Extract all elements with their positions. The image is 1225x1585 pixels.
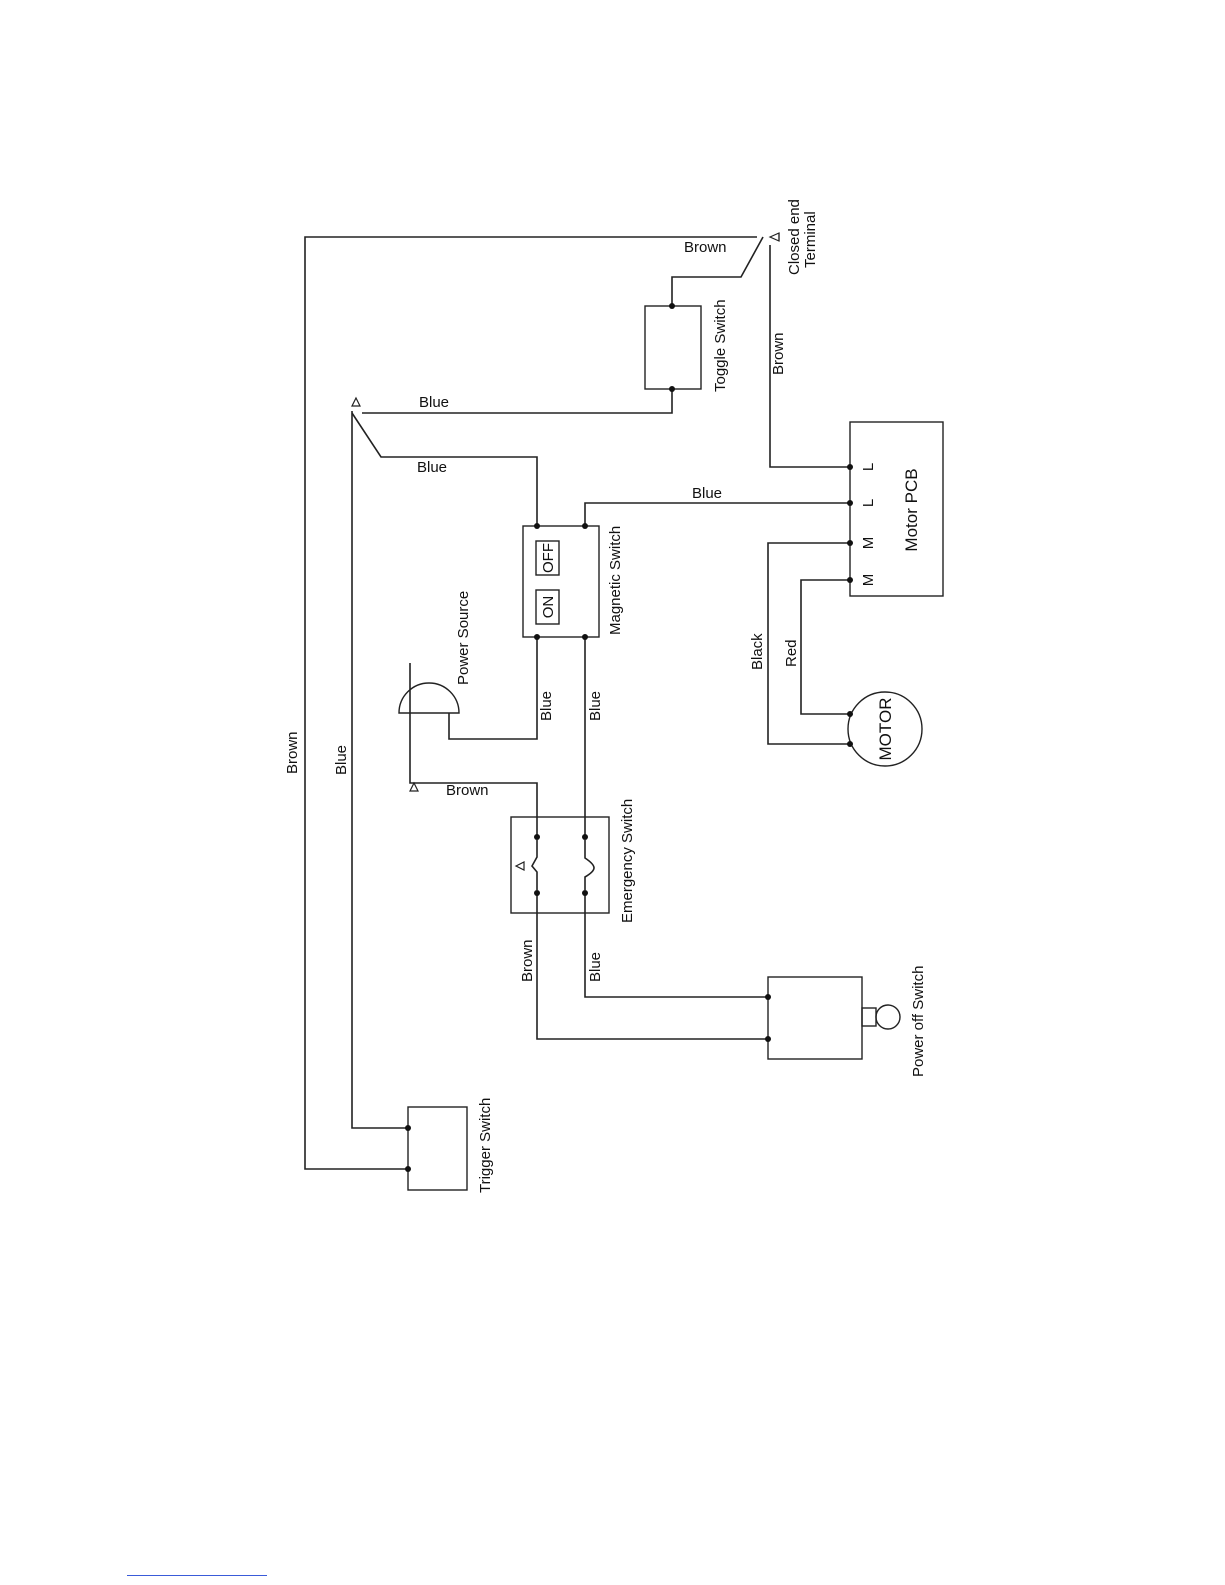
- closed-end-terminal: Closed end Terminal: [770, 199, 819, 275]
- power-off-switch-label: Power off Switch: [910, 966, 927, 1077]
- closed-end-label-line2: Terminal: [802, 211, 819, 268]
- wire-blue-emergency-lower: [585, 893, 768, 997]
- magnetic-switch: OFF ON Magnetic Switch: [523, 523, 624, 640]
- power-source-symbol: [399, 683, 459, 713]
- pcb-pin-l2: L: [860, 499, 877, 507]
- pcb-pin-l1: L: [860, 463, 877, 471]
- label-red-motor: Red: [783, 639, 800, 667]
- motor-pcb-label: Motor PCB: [902, 468, 921, 551]
- wire-blue-pcb: [585, 503, 850, 526]
- label-blue-emergency-lower: Blue: [587, 952, 604, 982]
- label-blue-outer: Blue: [333, 745, 350, 775]
- terminal-icon: [410, 783, 418, 791]
- wire-red-motor: [801, 580, 850, 714]
- power-source-label: Power Source: [455, 591, 472, 685]
- closed-end-label-line1: Closed end: [786, 199, 803, 275]
- toggle-switch-label: Toggle Switch: [712, 299, 729, 392]
- label-blue-emergency-upper: Blue: [587, 691, 604, 721]
- emergency-contact-left: [532, 840, 537, 890]
- pcb-pin-m1: M: [860, 537, 877, 550]
- terminal-icon: [352, 398, 360, 406]
- motor: MOTOR: [847, 692, 922, 766]
- label-blue-top: Blue: [419, 394, 449, 411]
- label-brown-outer: Brown: [284, 731, 301, 774]
- emergency-contact-right: [585, 840, 594, 890]
- magnetic-switch-label: Magnetic Switch: [607, 526, 624, 635]
- label-blue-magnetic: Blue: [417, 459, 447, 476]
- trigger-switch-label: Trigger Switch: [477, 1098, 494, 1193]
- emergency-switch: Emergency Switch: [511, 799, 636, 923]
- label-black-motor: Black: [749, 633, 766, 670]
- magnetic-off-label: OFF: [540, 543, 557, 573]
- toggle-switch: Toggle Switch: [645, 299, 729, 392]
- terminal-icon: [516, 862, 524, 870]
- label-brown-pcb: Brown: [770, 332, 787, 375]
- wire-brown-power: [410, 663, 537, 837]
- terminal-icon: [770, 233, 779, 241]
- label-blue-power: Blue: [538, 691, 555, 721]
- label-brown-emergency-lower: Brown: [519, 939, 536, 982]
- wire-brown-outer: [305, 237, 757, 1169]
- magnetic-on-label: ON: [540, 596, 557, 619]
- label-brown-closed-end: Brown: [684, 239, 727, 256]
- emergency-switch-label: Emergency Switch: [619, 799, 636, 923]
- motor-label: MOTOR: [876, 698, 895, 761]
- trigger-switch: Trigger Switch: [405, 1098, 494, 1193]
- wire-blue-top: [362, 389, 672, 413]
- wire-blue-outer: [352, 411, 408, 1128]
- pcb-pin-m2: M: [860, 574, 877, 587]
- motor-pcb: L L M M Motor PCB: [847, 422, 943, 596]
- wire-brown-emergency-lower: [537, 893, 768, 1039]
- power-off-switch: Power off Switch: [765, 966, 927, 1077]
- label-blue-pcb: Blue: [692, 485, 722, 502]
- footer-link-underline: [127, 1575, 267, 1576]
- label-brown-power: Brown: [446, 782, 489, 799]
